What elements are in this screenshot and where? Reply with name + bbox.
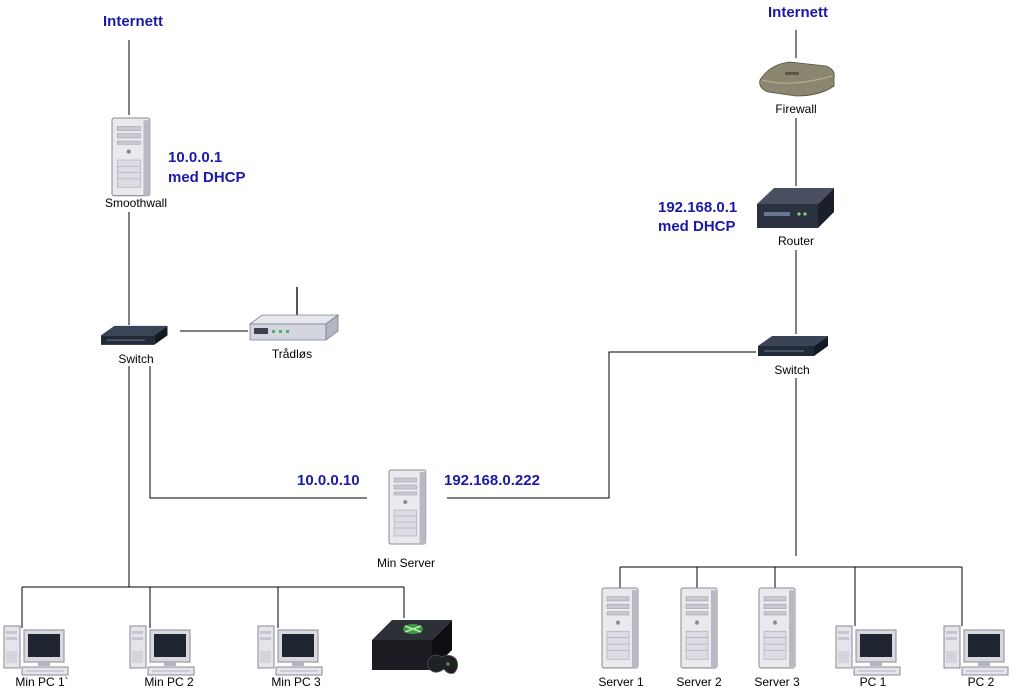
switch-icon-left (100, 325, 168, 346)
host-label-server-2: Server 2 (676, 675, 722, 689)
server-tower-icon (758, 587, 796, 669)
server-tower-icon (680, 587, 718, 669)
xbox-console-icon (372, 620, 458, 674)
connection-lines (21, 30, 963, 628)
smoothwall-label: Smoothwall (105, 196, 167, 210)
firewall-label: Firewall (775, 102, 816, 116)
router-ip: 192.168.0.1 (658, 199, 737, 216)
pc-label-1: Min PC 1` (15, 675, 68, 689)
desktop-pc-icon (943, 625, 1009, 676)
internet-label-left: Internett (103, 13, 163, 30)
switch-label-left: Switch (118, 352, 153, 366)
pc-node-3: Min PC 3 (257, 625, 323, 689)
smoothwall-ip: 10.0.0.1 (168, 149, 222, 166)
server-tower-icon (601, 587, 639, 669)
host-node-server-2: Server 2 (676, 587, 722, 689)
switch-label-right: Switch (774, 363, 809, 377)
wireless-label: Trådløs (272, 347, 312, 361)
host-node-server-1: Server 1 (598, 587, 644, 689)
desktop-pc-icon (129, 625, 195, 676)
router-label: Router (778, 234, 814, 248)
host-label-pc-1: PC 1 (860, 675, 887, 689)
switch-node-right: Switch (757, 335, 829, 377)
router-ip-note: med DHCP (658, 218, 736, 235)
wireless-node: Trådløs (248, 287, 340, 361)
switch-node-left: Switch (100, 325, 168, 366)
min-server-label: Min Server (377, 556, 435, 570)
smoothwall-ip-note: med DHCP (168, 169, 246, 186)
host-node-pc-1: PC 1 (835, 625, 901, 689)
desktop-pc-icon (3, 625, 69, 676)
internet-label-right: Internett (768, 4, 828, 21)
server-ip-left: 10.0.0.10 (297, 472, 360, 489)
pc-label-2: Min PC 2 (144, 675, 194, 689)
desktop-pc-icon (835, 625, 901, 676)
server-ip-right: 192.168.0.222 (444, 472, 540, 489)
smoothwall-node: Smoothwall 10.0.0.1 med DHCP (105, 117, 246, 210)
pc-node-1: Min PC 1` (3, 625, 69, 689)
min-server-node: Min Server 10.0.0.10 192.168.0.222 (297, 469, 540, 570)
host-node-pc-2: PC 2 (943, 625, 1009, 689)
firewall-node: Firewall (759, 61, 835, 116)
host-label-pc-2: PC 2 (968, 675, 995, 689)
server-tower-icon (388, 469, 427, 545)
wireless-router-icon (248, 287, 340, 341)
host-label-server-1: Server 1 (598, 675, 644, 689)
pc-node-2: Min PC 2 (129, 625, 195, 689)
pc-label-3: Min PC 3 (271, 675, 321, 689)
host-node-server-3: Server 3 (754, 587, 800, 689)
firewall-device-icon (759, 61, 835, 97)
desktop-pc-icon (257, 625, 323, 676)
router-device-icon (757, 188, 834, 228)
switch-icon-right (757, 335, 829, 357)
router-node: Router 192.168.0.1 med DHCP (658, 188, 834, 248)
host-label-server-3: Server 3 (754, 675, 800, 689)
smoothwall-tower-icon (111, 117, 151, 197)
